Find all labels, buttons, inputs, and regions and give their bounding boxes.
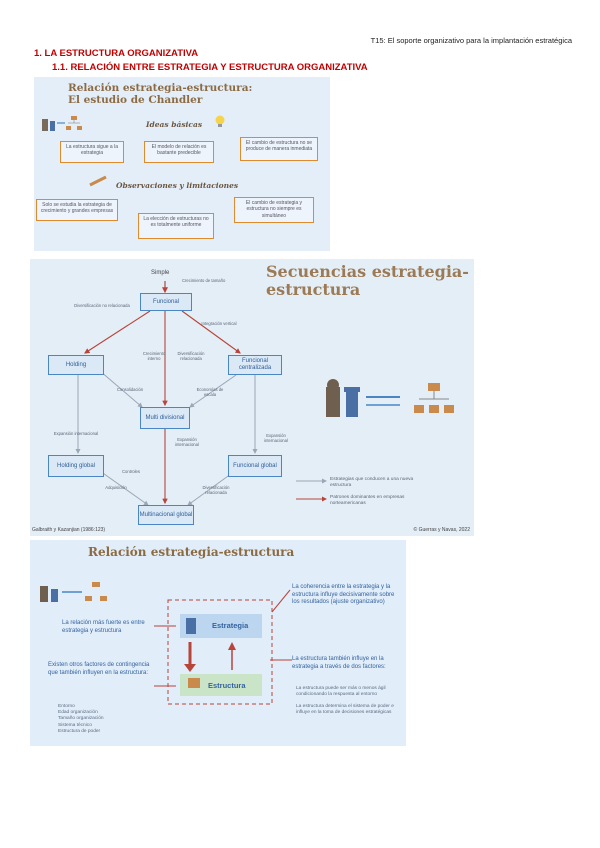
obs-box-3: El cambio de estrategia y estructura no … xyxy=(234,197,314,223)
edge-label-1: Diversificación no relacionada xyxy=(74,303,130,308)
left-point-1: La relación más fuerte es entre estrateg… xyxy=(62,620,145,634)
node-funcional-global: Funcional global xyxy=(228,455,282,477)
node-holding: Holding xyxy=(48,355,104,375)
legend-1: Estrategias que conducen a una nueva est… xyxy=(330,477,414,488)
legend-2: Patrones dominantes en empresas norteame… xyxy=(330,495,405,506)
slide2-title-line1: Secuencias estrategia- xyxy=(266,262,469,281)
ideas-heading: Ideas básicas xyxy=(146,120,203,129)
left-bullet: Edad organización xyxy=(58,710,98,716)
left-bullet: Entorno xyxy=(58,704,75,709)
node-funcional: Funcional xyxy=(140,293,192,311)
heading-2: 1.1. RELACIÓN ENTRE ESTRATEGIA Y ESTRUCT… xyxy=(52,62,368,73)
node-multidivisional: Multi divisional xyxy=(140,407,190,429)
simple-label: Simple xyxy=(151,270,170,276)
edge-label-11: Adquisición xyxy=(105,485,127,490)
header-note: T15: El soporte organizativo para la imp… xyxy=(370,36,572,45)
structure-box-label: Estructura xyxy=(208,681,246,690)
slide1-title: Relación estrategia-estructura: El estud… xyxy=(68,82,253,106)
strategy-structure-icon xyxy=(42,116,82,131)
node-multinacional-global: Multinacional global xyxy=(138,505,194,525)
node-funcional-centralizada: Funcional centralizada xyxy=(228,355,282,375)
observations-heading: Observaciones y limitaciones xyxy=(116,181,239,190)
left-point-2: Existen otros factores de contingencia q… xyxy=(48,662,150,676)
idea-box-2: El modelo de relación es bastante predec… xyxy=(144,141,214,163)
slide-chandler: Relación estrategia-estructura: El estud… xyxy=(34,77,330,251)
footer-source: Galbraith y Kazanjian (1986:123) xyxy=(32,527,106,533)
obs-box-2: La elección de estructuras no es totalme… xyxy=(138,213,214,239)
lightbulb-icon xyxy=(215,115,225,127)
obs-box-1: Solo se estudia la estrategia de crecimi… xyxy=(36,199,118,221)
edge-label-12: Controles xyxy=(122,469,140,474)
left-bullet: Estructura de poder xyxy=(58,728,101,734)
left-bullet-list: Entorno Edad organización Tamaño organiz… xyxy=(58,704,104,735)
idea-box-3: El cambio de estructura no se produce de… xyxy=(240,137,318,161)
idea-box-1: La estructura sigue a la estrategia xyxy=(60,141,124,163)
strategy-structure-icon xyxy=(326,379,454,417)
slide1-title-line2: El estudio de Chandler xyxy=(68,93,203,106)
edge-label-6: Expansión internacional xyxy=(175,437,199,448)
heading-1: 1. LA ESTRUCTURA ORGANIZATIVA xyxy=(34,48,199,59)
slide2-title: Secuencias estrategia- estructura xyxy=(266,263,469,298)
edge-label-4: Diversificación relacionada xyxy=(177,351,205,362)
right-point-1: La coherencia entre la estrategia y la e… xyxy=(292,584,395,605)
edge-label-10: Consolidación xyxy=(116,387,144,392)
right-point-2: La estructura también influye en la estr… xyxy=(292,656,386,670)
node-holding-global: Holding global xyxy=(48,455,104,477)
edge-label-2: Integración vertical xyxy=(201,321,237,326)
relation-diagram xyxy=(154,589,292,705)
edge-label-size-growth: Crecimiento de tamaño xyxy=(182,278,226,283)
slide-relation: Relación estrategia-estructura Estrategi… xyxy=(30,540,406,746)
edge-label-7: Expansión internacional xyxy=(264,433,288,444)
edge-label-8: Diversificación relacionada xyxy=(202,485,230,496)
edge-label-3: Crecimiento interno xyxy=(142,351,166,362)
left-bullet: Sistema técnico xyxy=(58,722,92,728)
slide3-title: Relación estrategia-estructura xyxy=(88,545,295,559)
edge-label-9: Economías de escala xyxy=(196,387,224,398)
edge-label-5: Expansión internacional xyxy=(53,431,99,436)
right-bullet: La estructura puede ser más o menos ágil… xyxy=(296,686,386,698)
strategy-box-label: Estrategia xyxy=(212,621,249,630)
sequence-arrows xyxy=(75,281,327,506)
pencil-icon xyxy=(89,175,107,187)
strategy-structure-icon xyxy=(40,582,107,602)
left-bullet: Tamaño organización xyxy=(58,716,104,722)
footer-copyright: © Guerras y Navas, 2022 xyxy=(413,527,471,533)
slide1-title-line1: Relación estrategia-estructura: xyxy=(68,82,253,94)
right-bullet: La estructura determina el sistema de po… xyxy=(296,704,394,716)
slide2-title-line2: estructura xyxy=(266,279,361,299)
slide-sequences: Secuencias estrategia- estructura Simple… xyxy=(30,259,474,536)
